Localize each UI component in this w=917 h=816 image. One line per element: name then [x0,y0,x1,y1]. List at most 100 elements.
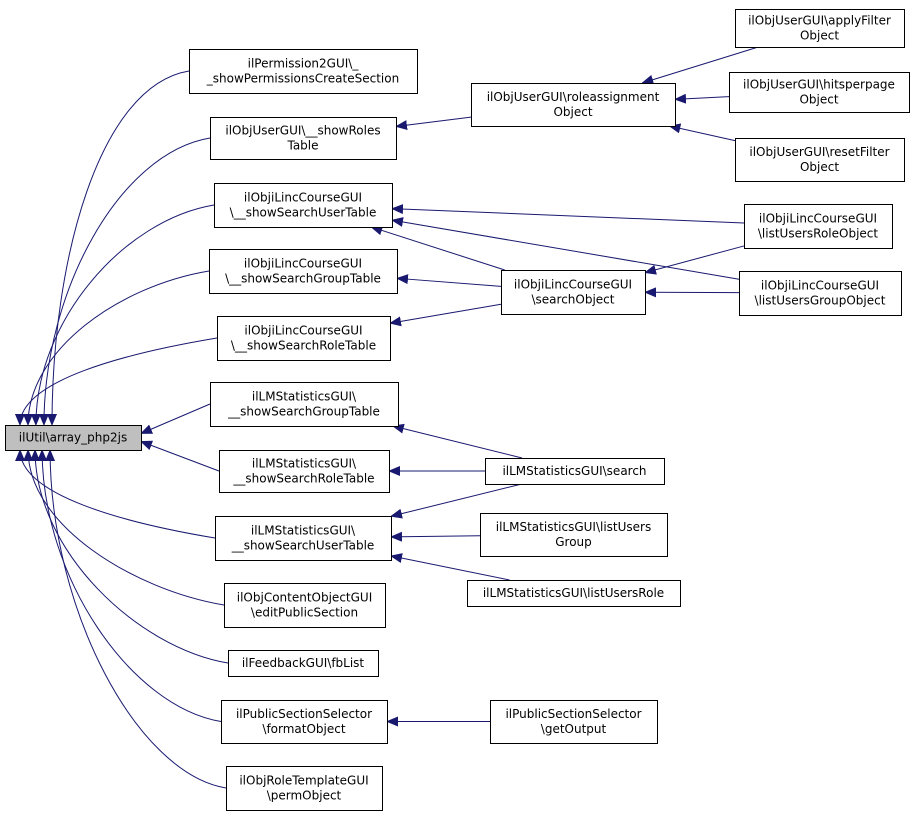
node-label-line: \permObject [267,789,342,803]
nodes-layer: ilUtil\array_php2js ilPermission2GUI\__sh… [5,9,910,811]
node-label-line: ilObjiLincCourseGUI [244,191,362,205]
node-box [224,583,386,628]
node-lmsr[interactable]: ilLMStatisticsGUI\__showSearchRoleTable [219,450,390,493]
edge-ushowroles-to-root [38,137,211,426]
node-box [735,9,905,48]
edge-lincsu-to-root [30,204,215,426]
node-label-line: ilObjUserGUI\resetFilter [749,145,889,159]
edge-perm2-to-root [46,70,190,426]
node-box [467,580,681,607]
node-label-line: ilObjiLincCourseGUI [759,212,877,226]
node-lmlug[interactable]: ilLMStatisticsGUI\listUsersGroup [480,513,668,557]
node-label-line: Group [555,535,592,549]
edge-pubfmt-to-root [37,449,222,722]
node-label-line: ilLMStatisticsGUI\ [252,457,357,471]
edge-resetf-to-roleassign [668,123,736,142]
node-lincsg[interactable]: ilObjiLincCourseGUI\__showSearchGroupTab… [209,249,398,294]
node-label-line: ilUtil\array_php2js [19,431,127,445]
node-label-line: \__showSearchGroupTable [225,272,381,286]
edge-lincsg-to-root [22,270,210,426]
node-root: ilUtil\array_php2js [5,425,142,451]
node-box [228,650,379,677]
node-label-line: ilLMStatisticsGUI\ [252,390,357,404]
node-label-line: Object [553,105,592,119]
node-box [215,516,392,561]
node-perm2[interactable]: ilPermission2GUI\__showPermissionsCreate… [189,49,418,94]
node-label-line: ilObjiLincCourseGUI [761,279,879,293]
node-label-line: \getOutput [541,722,607,736]
edge-lmsr-to-root [140,440,220,472]
node-label-line: ilObjRoleTemplateGUI [239,774,368,788]
node-box [219,450,390,493]
edge-lmsg-to-root [140,403,211,434]
node-lmlur[interactable]: ilLMStatisticsGUI\listUsersRole [467,580,681,607]
node-lmsu[interactable]: ilLMStatisticsGUI\__showSearchUserTable [215,516,392,561]
edge-lmsu-to-root [15,449,216,539]
edge-lugo-to-lincsu [391,217,740,280]
node-luro[interactable]: ilObjiLincCourseGUI\listUsersRoleObject [744,204,893,249]
node-cobj[interactable]: ilObjContentObjectGUI\editPublicSection [224,583,386,628]
node-label-line: ilLMStatisticsGUI\search [502,464,646,478]
edge-roleassign-to-ushowroles [395,116,472,131]
node-box [226,766,383,811]
node-box [209,249,398,294]
node-box [5,425,142,451]
node-label-line: _showPermissionsCreateSection [206,72,399,86]
node-label-line: ilLMStatisticsGUI\listUsersRole [483,586,664,600]
node-label-line: ilLMStatisticsGUI\listUsers [496,520,651,534]
edge-luro-to-lincsearch [644,245,745,275]
node-label-line: ilPublicSectionSelector [505,707,641,721]
node-box [189,49,418,94]
node-label-line: ilObjUserGUI\__showRoles [225,124,380,138]
node-label-line: Object [800,160,839,174]
node-lmsg[interactable]: ilLMStatisticsGUI\__showSearchGroupTable [210,382,399,427]
node-label-line: __showSearchGroupTable [227,405,380,419]
edge-applyf-to-roleassign [641,46,759,85]
node-label-line: \listUsersRoleObject [758,227,879,241]
node-label-line: Object [799,93,838,107]
node-roletpl[interactable]: ilObjRoleTemplateGUI\permObject [226,766,383,811]
node-box [739,271,902,316]
node-box [744,204,893,249]
node-label-line: ilLMStatisticsGUI\ [251,524,356,538]
node-box [221,700,388,744]
node-lincsu[interactable]: ilObjiLincCourseGUI\__showSearchUserTabl… [214,183,393,228]
node-label-line: ilObjUserGUI\hitsperpage [743,78,895,92]
node-box [214,183,393,228]
edge-lincsearch-to-lincsr [389,303,502,327]
edge-lmlug-to-lmsu [390,531,481,542]
node-label-line: Table [286,139,318,153]
node-box [735,138,905,182]
node-lugo[interactable]: ilObjiLincCourseGUI\listUsersGroupObject [739,271,902,316]
edge-lmlur-to-lmsu [390,553,510,581]
edge-lincsearch-to-lincsu [370,225,505,271]
edge-luro-to-lincsu [391,204,745,224]
node-label-line: ilPublicSectionSelector [236,707,372,721]
node-label-line: ilPermission2GUI\_ [248,57,360,71]
node-label-line: __showSearchRoleTable [232,472,374,486]
node-box [210,382,399,427]
node-box [485,458,665,485]
edges-layer [14,46,759,789]
node-label-line: ilObjiLincCourseGUI [244,324,362,338]
node-pubout[interactable]: ilPublicSectionSelector\getOutput [490,700,658,744]
node-label-line: \searchObject [532,293,615,307]
node-box [210,117,397,160]
edge-lincsearch-to-lincsg [396,274,502,287]
edge-roletpl-to-root [45,449,227,789]
node-lincsr[interactable]: ilObjiLincCourseGUI\__showSearchRoleTabl… [217,316,391,361]
node-lincsearch[interactable]: ilObjiLincCourseGUI\searchObject [501,270,646,315]
node-lmsearch[interactable]: ilLMStatisticsGUI\search [485,458,665,485]
node-box [501,270,646,315]
node-pubfmt[interactable]: ilPublicSectionSelector\formatObject [221,700,388,744]
node-label-line: ilObjiLincCourseGUI [514,278,632,292]
node-fb[interactable]: ilFeedbackGUI\fbList [228,650,379,677]
edge-lmsearch-to-lmsg [391,423,523,459]
node-box [480,513,668,557]
